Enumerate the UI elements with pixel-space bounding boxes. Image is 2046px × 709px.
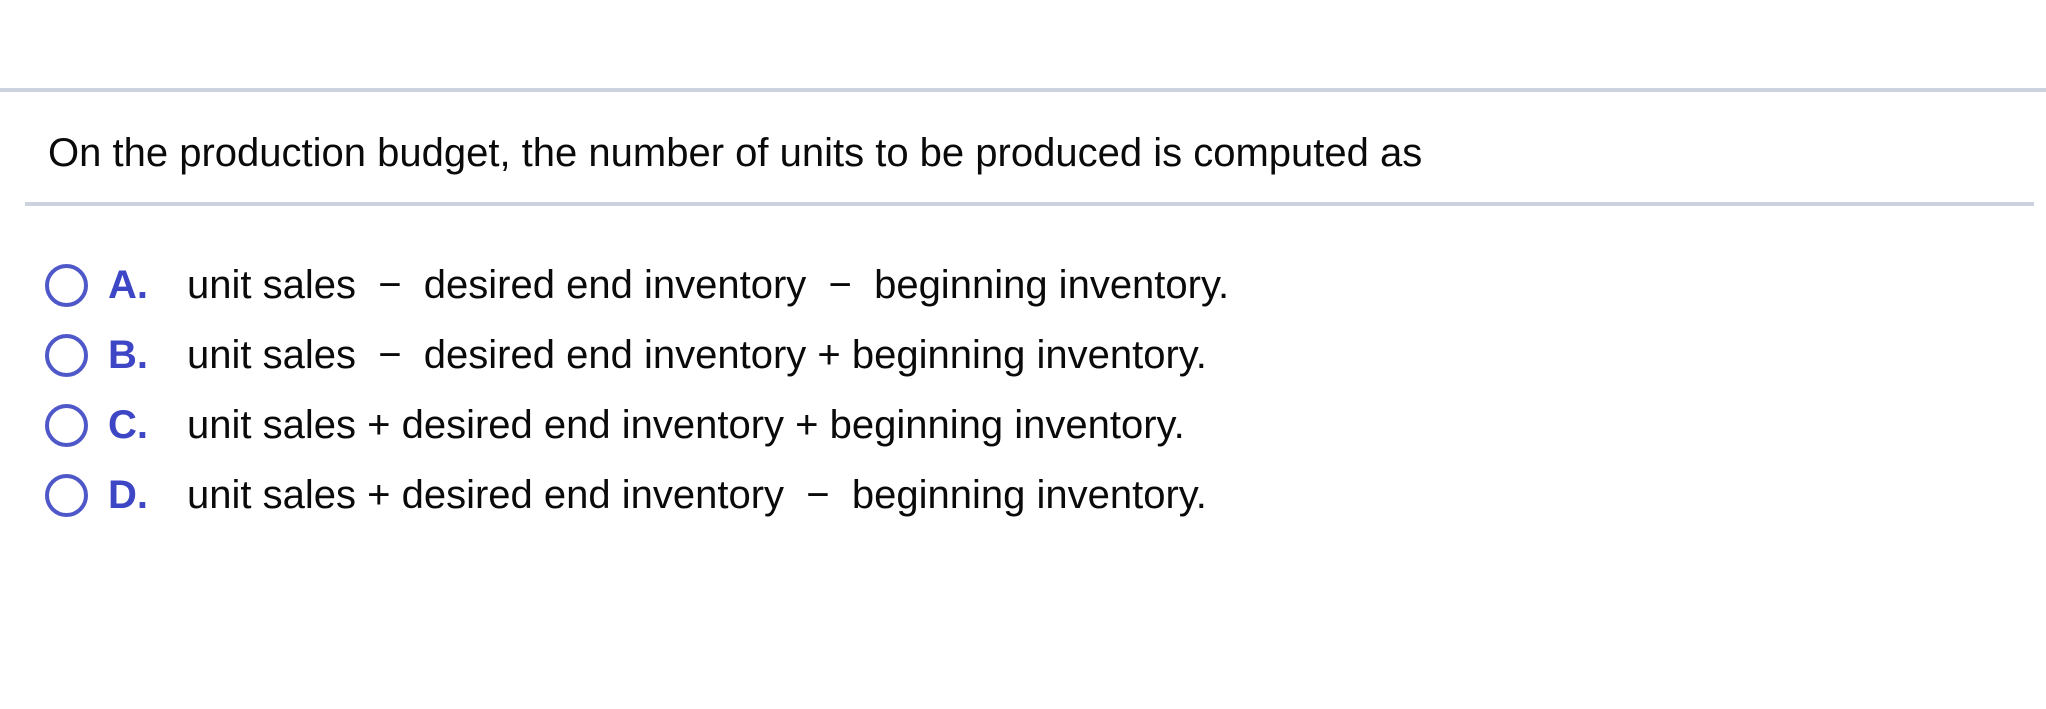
radio-button-d[interactable] [45, 473, 88, 517]
option-letter-a: A. [108, 262, 148, 307]
option-row-d[interactable]: D. unit sales + desired end inventory − … [45, 460, 1545, 530]
option-letter-c: C. [108, 402, 148, 447]
answer-options: A. unit sales − desired end inventory − … [45, 250, 1545, 530]
radio-button-c[interactable] [45, 403, 88, 447]
option-letter-b: B. [108, 332, 148, 377]
radio-button-a[interactable] [45, 263, 88, 307]
option-text-b: unit sales − desired end inventory + beg… [187, 332, 1207, 377]
option-letter-d: D. [108, 472, 148, 517]
question-text: On the production budget, the number of … [48, 131, 1423, 175]
option-text-a: unit sales − desired end inventory − beg… [187, 262, 1230, 307]
top-divider [0, 88, 2046, 92]
radio-button-b[interactable] [45, 333, 88, 377]
option-row-b[interactable]: B. unit sales − desired end inventory + … [45, 320, 1545, 390]
option-text-c: unit sales + desired end inventory + beg… [187, 402, 1185, 447]
option-row-a[interactable]: A. unit sales − desired end inventory − … [45, 250, 1545, 320]
option-text-d: unit sales + desired end inventory − beg… [187, 472, 1207, 517]
option-row-c[interactable]: C. unit sales + desired end inventory + … [45, 390, 1545, 460]
question-divider [25, 202, 2034, 206]
